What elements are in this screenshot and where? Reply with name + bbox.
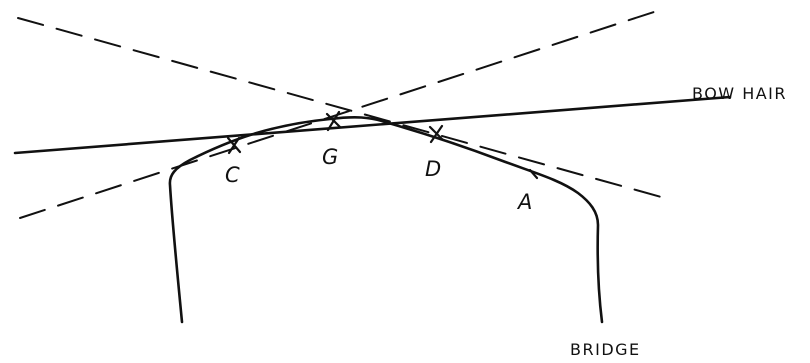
- dashed-line-upper-left-to-right: [17, 17, 673, 201]
- bow-hair-label: BOW HAIR: [692, 84, 787, 103]
- bridge-outline: [168, 116, 604, 324]
- string-label-a: A: [516, 190, 532, 214]
- dashed-line-lower-left-to-upper-right: [19, 9, 661, 219]
- string-marker-g: [325, 110, 342, 132]
- string-label-d: D: [425, 157, 441, 181]
- string-label-c: C: [225, 163, 240, 187]
- string-marker-a: [528, 168, 539, 180]
- string-label-g: G: [322, 145, 338, 169]
- string-marker-d: [428, 124, 445, 144]
- string-marker-c: [226, 136, 242, 155]
- bow-hair-line: [13, 95, 732, 155]
- bridge-label: BRIDGE: [570, 340, 641, 359]
